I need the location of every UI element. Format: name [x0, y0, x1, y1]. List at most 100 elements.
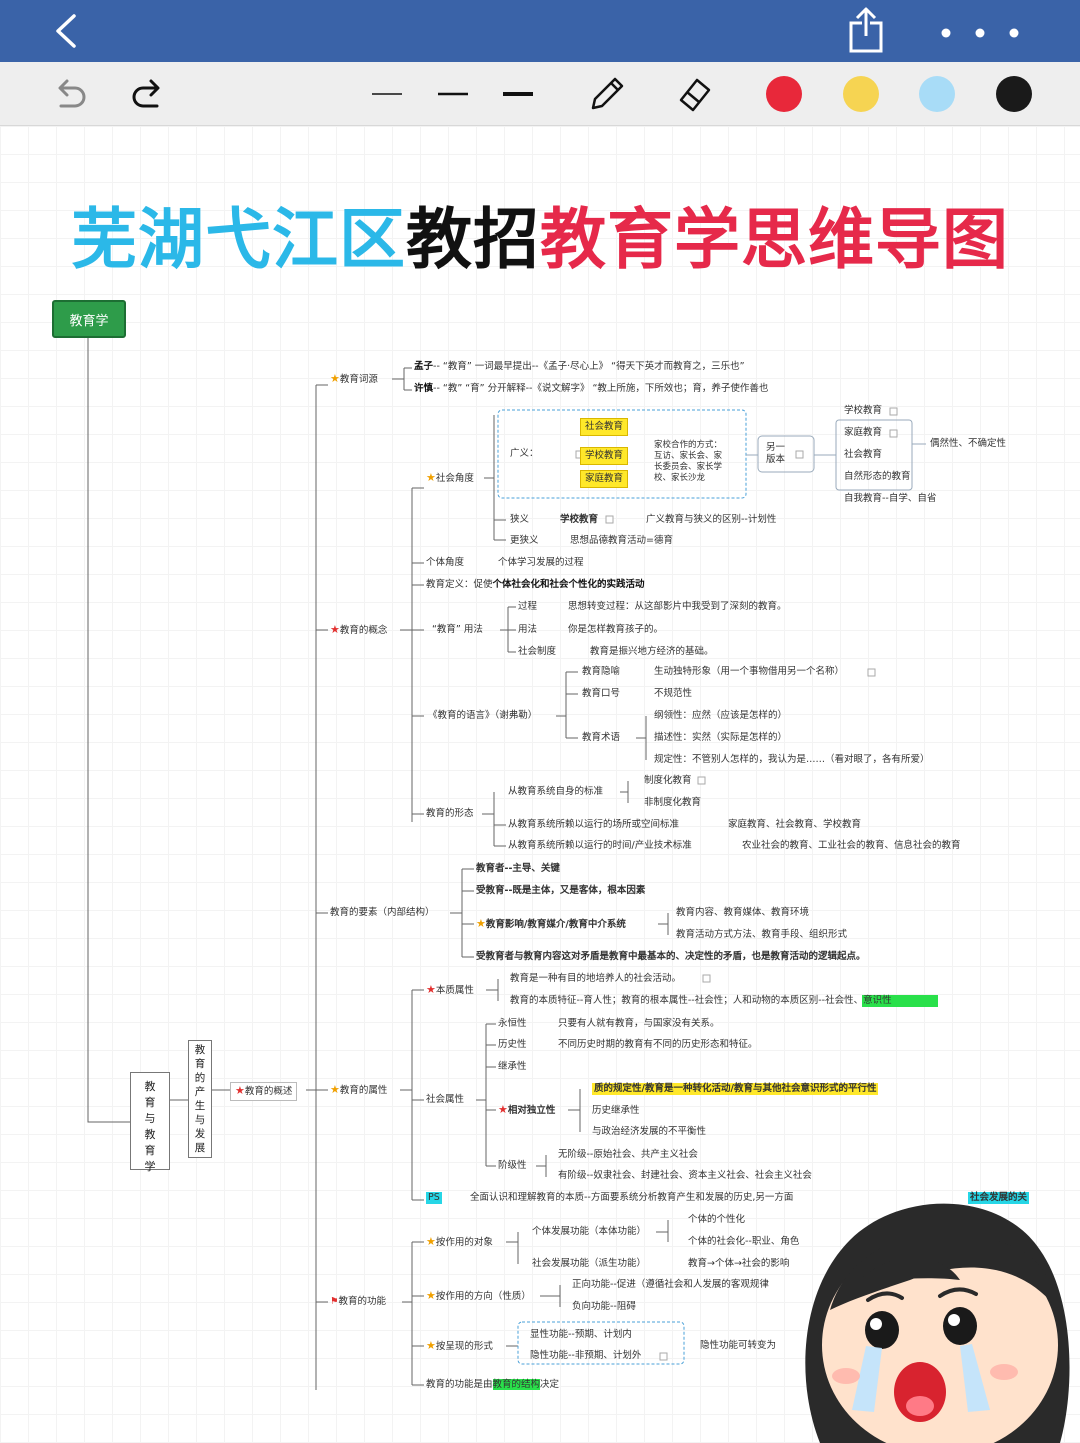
right-list-item-4[interactable]: 自然形态的教育: [844, 471, 911, 482]
rel-top[interactable]: 质的规定性/教育是一种转化活动/教育与其他社会意识形式的平行性: [592, 1083, 879, 1095]
usage-system-text[interactable]: 教育是振兴地方经济的基础。: [590, 646, 714, 657]
ps-right-text[interactable]: 社会发展的关: [968, 1192, 1030, 1204]
term-label[interactable]: 教育术语: [582, 732, 621, 743]
node-relative-independence[interactable]: ★相对独立性: [498, 1104, 555, 1117]
essence-item-1[interactable]: 教育是一种有目的地培养人的社会活动。: [510, 973, 682, 984]
node-essence[interactable]: ★本质属性: [426, 984, 474, 997]
node-overview[interactable]: ★教育的概述: [230, 1082, 298, 1101]
node-forms[interactable]: 教育的形态: [426, 808, 474, 819]
stroke-thin-button[interactable]: [366, 68, 408, 120]
historical-label[interactable]: 历史性: [498, 1039, 527, 1050]
f-obj-sub-1[interactable]: 个体的个性化: [688, 1214, 746, 1225]
node-another-version[interactable]: 另一 版本: [766, 442, 786, 465]
eternal-text[interactable]: 只要有人就有教育，与国家没有关系。: [558, 1018, 720, 1029]
node-social-angle[interactable]: ★社会角度: [426, 472, 474, 485]
element-learner[interactable]: 受教育--既是主体，又是客体，根本因素: [476, 885, 646, 896]
f-dir-item-2[interactable]: 负向功能--阻碍: [572, 1301, 636, 1312]
forms-std-2-a[interactable]: 家庭教育、社会教育、学校教育: [728, 819, 862, 830]
color-red-button[interactable]: [764, 68, 804, 120]
element-contradiction[interactable]: 受教育者与教育内容这对矛盾是教育中最基本的、决定性的矛盾，也是教育活动的逻辑起点…: [476, 951, 866, 962]
f-obj-item-1[interactable]: 个体发展功能（本体功能）: [532, 1226, 647, 1237]
node-individual-text[interactable]: 个体学习发展的过程: [498, 557, 584, 568]
node-xushen[interactable]: 许慎-- “教” “育” 分开解释--《说文解字》 “教上所施，下所效也；育，养…: [414, 383, 768, 395]
usage-system-label[interactable]: 社会制度: [518, 646, 557, 657]
node-usage[interactable]: “教育” 用法: [432, 624, 483, 635]
node-attr[interactable]: ★教育的属性: [330, 1084, 387, 1097]
node-f-form[interactable]: ★按呈现的形式: [426, 1340, 493, 1353]
node-chance[interactable]: 偶然性、不确定性: [930, 438, 1007, 449]
usage-method-text[interactable]: 你是怎样教育孩子的。: [568, 624, 664, 635]
slogan-label[interactable]: 教育口号: [582, 688, 621, 699]
node-origin-and-development[interactable]: 教育的产生与发展: [188, 1040, 212, 1158]
node-social-education[interactable]: 社会教育: [580, 418, 629, 436]
f-form-item-2[interactable]: 隐性功能--非预期、计划外: [530, 1350, 642, 1361]
class-item-1[interactable]: 无阶级--原始社会、共产主义社会: [558, 1149, 698, 1160]
right-list-item-3[interactable]: 社会教育: [844, 449, 883, 460]
usage-process-text[interactable]: 思想转变过程：从这部影片中我受到了深刻的教育。: [568, 601, 787, 612]
node-class[interactable]: 阶级性: [498, 1160, 527, 1171]
forms-std-1-b[interactable]: 非制度化教育: [644, 797, 702, 808]
term-item-3[interactable]: 规定性：不管别人怎样的，我认为是……（看对眼了，各有所爱）: [654, 754, 930, 765]
mindmap-root-node[interactable]: 教育学: [52, 300, 126, 338]
node-mencius[interactable]: 孟子-- “教育” 一词最早提出--《孟子·尽心上》 “得天下英才而教育之，三乐…: [414, 361, 745, 373]
forms-std-3-a[interactable]: 农业社会的教育、工业社会的教育、信息社会的教育: [742, 840, 961, 851]
usage-method-label[interactable]: 用法: [518, 624, 538, 635]
node-individual-angle[interactable]: 个体角度: [426, 557, 465, 568]
f-obj-sub-3[interactable]: 教育→个体→社会的影响: [688, 1258, 790, 1269]
f-form-item-1[interactable]: 显性功能--预期、计划内: [530, 1329, 632, 1340]
undo-button[interactable]: [44, 68, 94, 120]
media-item-2[interactable]: 教育活动方式方法、教育手段、组织形式: [676, 929, 848, 940]
color-yellow-button[interactable]: [841, 68, 881, 120]
node-definition[interactable]: 教育定义：促使个体社会化和社会个性化的实践活动: [426, 579, 645, 591]
node-social-attr[interactable]: 社会属性: [426, 1094, 465, 1105]
more-options-button[interactable]: [930, 18, 1030, 48]
element-educator[interactable]: 教育者--主导、关键: [476, 863, 560, 874]
right-list-item-5[interactable]: 自我教育--自学、自省: [844, 493, 937, 504]
media-item-1[interactable]: 教育内容、教育媒体、教育环境: [676, 907, 810, 918]
class-item-2[interactable]: 有阶级--奴隶社会、封建社会、资本主义社会、社会主义社会: [558, 1170, 812, 1181]
node-education-and-pedagogy[interactable]: 教育与教育学: [130, 1072, 170, 1173]
element-media[interactable]: ★教育影响/教育媒介/教育中介系统: [476, 918, 626, 931]
node-f-structure[interactable]: 教育的功能是由教育的结构决定: [426, 1379, 559, 1391]
node-narrower-text[interactable]: 思想品德教育活动=德育: [570, 535, 673, 546]
eternal-label[interactable]: 永恒性: [498, 1018, 527, 1029]
f-obj-item-2[interactable]: 社会发展功能（派生功能）: [532, 1258, 647, 1269]
essence-item-2[interactable]: 教育的本质特征--育人性；教育的根本属性--社会性；人和动物的本质区别--社会性…: [510, 995, 938, 1007]
rel-item-1[interactable]: 历史继承性: [592, 1105, 640, 1116]
eraser-tool-button[interactable]: [668, 68, 718, 120]
term-item-1[interactable]: 纲领性：应然（应该是怎样的）: [654, 710, 788, 721]
f-obj-sub-2[interactable]: 个体的社会化--职业、角色: [688, 1236, 800, 1247]
back-button[interactable]: [40, 8, 90, 54]
stroke-thick-button[interactable]: [497, 68, 539, 120]
node-narrow[interactable]: 狭义: [510, 514, 530, 525]
node-etymology[interactable]: ★教育词源: [330, 373, 378, 386]
f-form-right[interactable]: 隐性功能可转变为: [700, 1340, 777, 1351]
rel-item-2[interactable]: 与政治经济发展的不平衡性: [592, 1126, 707, 1137]
node-narrow-school[interactable]: 学校教育: [560, 514, 599, 525]
node-home-school-coop[interactable]: 家校合作的方式： 互访、家长会、家 长委员会、家长学 校、家长沙龙: [654, 440, 723, 483]
node-family-education[interactable]: 家庭教育: [580, 470, 629, 488]
node-language[interactable]: 《教育的语言》（谢弗勒）: [428, 710, 538, 721]
node-school-education[interactable]: 学校教育: [580, 447, 629, 465]
inherit-label[interactable]: 继承性: [498, 1061, 527, 1072]
f-dir-item-1[interactable]: 正向功能--促进（遵循社会和人发展的客观规律: [572, 1279, 769, 1290]
node-concept[interactable]: ★教育的概念: [330, 624, 387, 637]
color-black-button[interactable]: [994, 68, 1034, 120]
metaphor-text[interactable]: 生动独特形象（用一个事物借用另一个名称）: [654, 666, 845, 677]
node-narrow-diff[interactable]: 广义教育与狭义的区别--计划性: [646, 514, 777, 525]
color-lightblue-button[interactable]: [917, 68, 957, 120]
share-button[interactable]: [842, 6, 890, 56]
pen-tool-button[interactable]: [582, 68, 632, 120]
metaphor-label[interactable]: 教育隐喻: [582, 666, 621, 677]
stroke-medium-button[interactable]: [432, 68, 474, 120]
right-list-item-2[interactable]: 家庭教育: [844, 427, 883, 438]
node-broad[interactable]: 广义：: [510, 448, 539, 459]
right-list-item-1[interactable]: 学校教育: [844, 405, 883, 416]
historical-text[interactable]: 不同历史时期的教育有不同的历史形态和特征。: [558, 1039, 758, 1050]
slogan-text[interactable]: 不规范性: [654, 688, 693, 699]
usage-process-label[interactable]: 过程: [518, 601, 538, 612]
node-narrower[interactable]: 更狭义: [510, 535, 539, 546]
ps-text[interactable]: 全面认识和理解教育的本质--方面要系统分析教育产生和发展的历史,另一方面: [470, 1192, 794, 1203]
forms-std-3[interactable]: 从教育系统所赖以运行的时间/产业技术标准: [508, 840, 692, 851]
forms-std-2[interactable]: 从教育系统所赖以运行的场所或空间标准: [508, 819, 680, 830]
